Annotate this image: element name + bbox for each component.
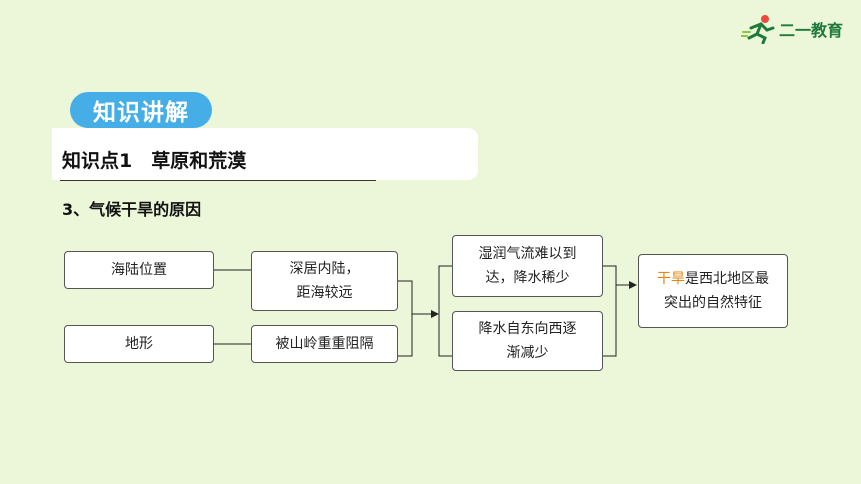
box-sea-land-position: 海陆位置 <box>64 251 214 289</box>
section-title: 知识讲解 <box>70 92 212 128</box>
label-humid-line2: 达，降水稀少 <box>485 270 570 286</box>
label-blocked: 被山岭重重阻隔 <box>275 336 374 352</box>
subheading: 3、气候干旱的原因 <box>62 200 202 219</box>
label-conclusion-line1-rest: 是西北地区最 <box>685 271 769 287</box>
label-inland-line2: 距海较远 <box>296 285 353 301</box>
label-precip-line2: 渐减少 <box>506 345 549 361</box>
topic-bar <box>52 128 478 180</box>
brand-name: 二一教育 <box>778 21 843 40</box>
bracket-results-left <box>438 265 452 357</box>
label-terrain: 地形 <box>125 336 153 352</box>
label-conclusion-line2: 突出的自然特征 <box>664 295 762 311</box>
label-conclusion-line1: 干旱是西北地区最 <box>657 267 769 291</box>
brand-logo: 二一教育 <box>740 14 843 44</box>
runner-icon <box>740 15 775 44</box>
box-precipitation: 降水自东向西逐 渐减少 <box>452 311 603 371</box>
box-conclusion: 干旱是西北地区最 突出的自然特征 <box>638 254 788 328</box>
bracket-results-right <box>603 265 617 357</box>
label-inland-line1: 深居内陆， <box>289 261 360 277</box>
highlight-drought: 干旱 <box>657 271 685 287</box>
label-humid-line1: 湿润气流难以到 <box>478 246 577 262</box>
topic-underline <box>60 180 376 181</box>
box-inland: 深居内陆， 距海较远 <box>251 251 398 311</box>
label-precip-line1: 降水自东向西逐 <box>478 321 577 337</box>
label-sea-land-position: 海陆位置 <box>111 262 167 278</box>
topic-title: 知识点1 草原和荒漠 <box>62 150 247 172</box>
box-terrain: 地形 <box>64 325 214 363</box>
box-blocked: 被山岭重重阻隔 <box>251 325 398 363</box>
bracket-causes <box>398 280 413 357</box>
box-humid-airflow: 湿润气流难以到 达，降水稀少 <box>452 235 603 297</box>
